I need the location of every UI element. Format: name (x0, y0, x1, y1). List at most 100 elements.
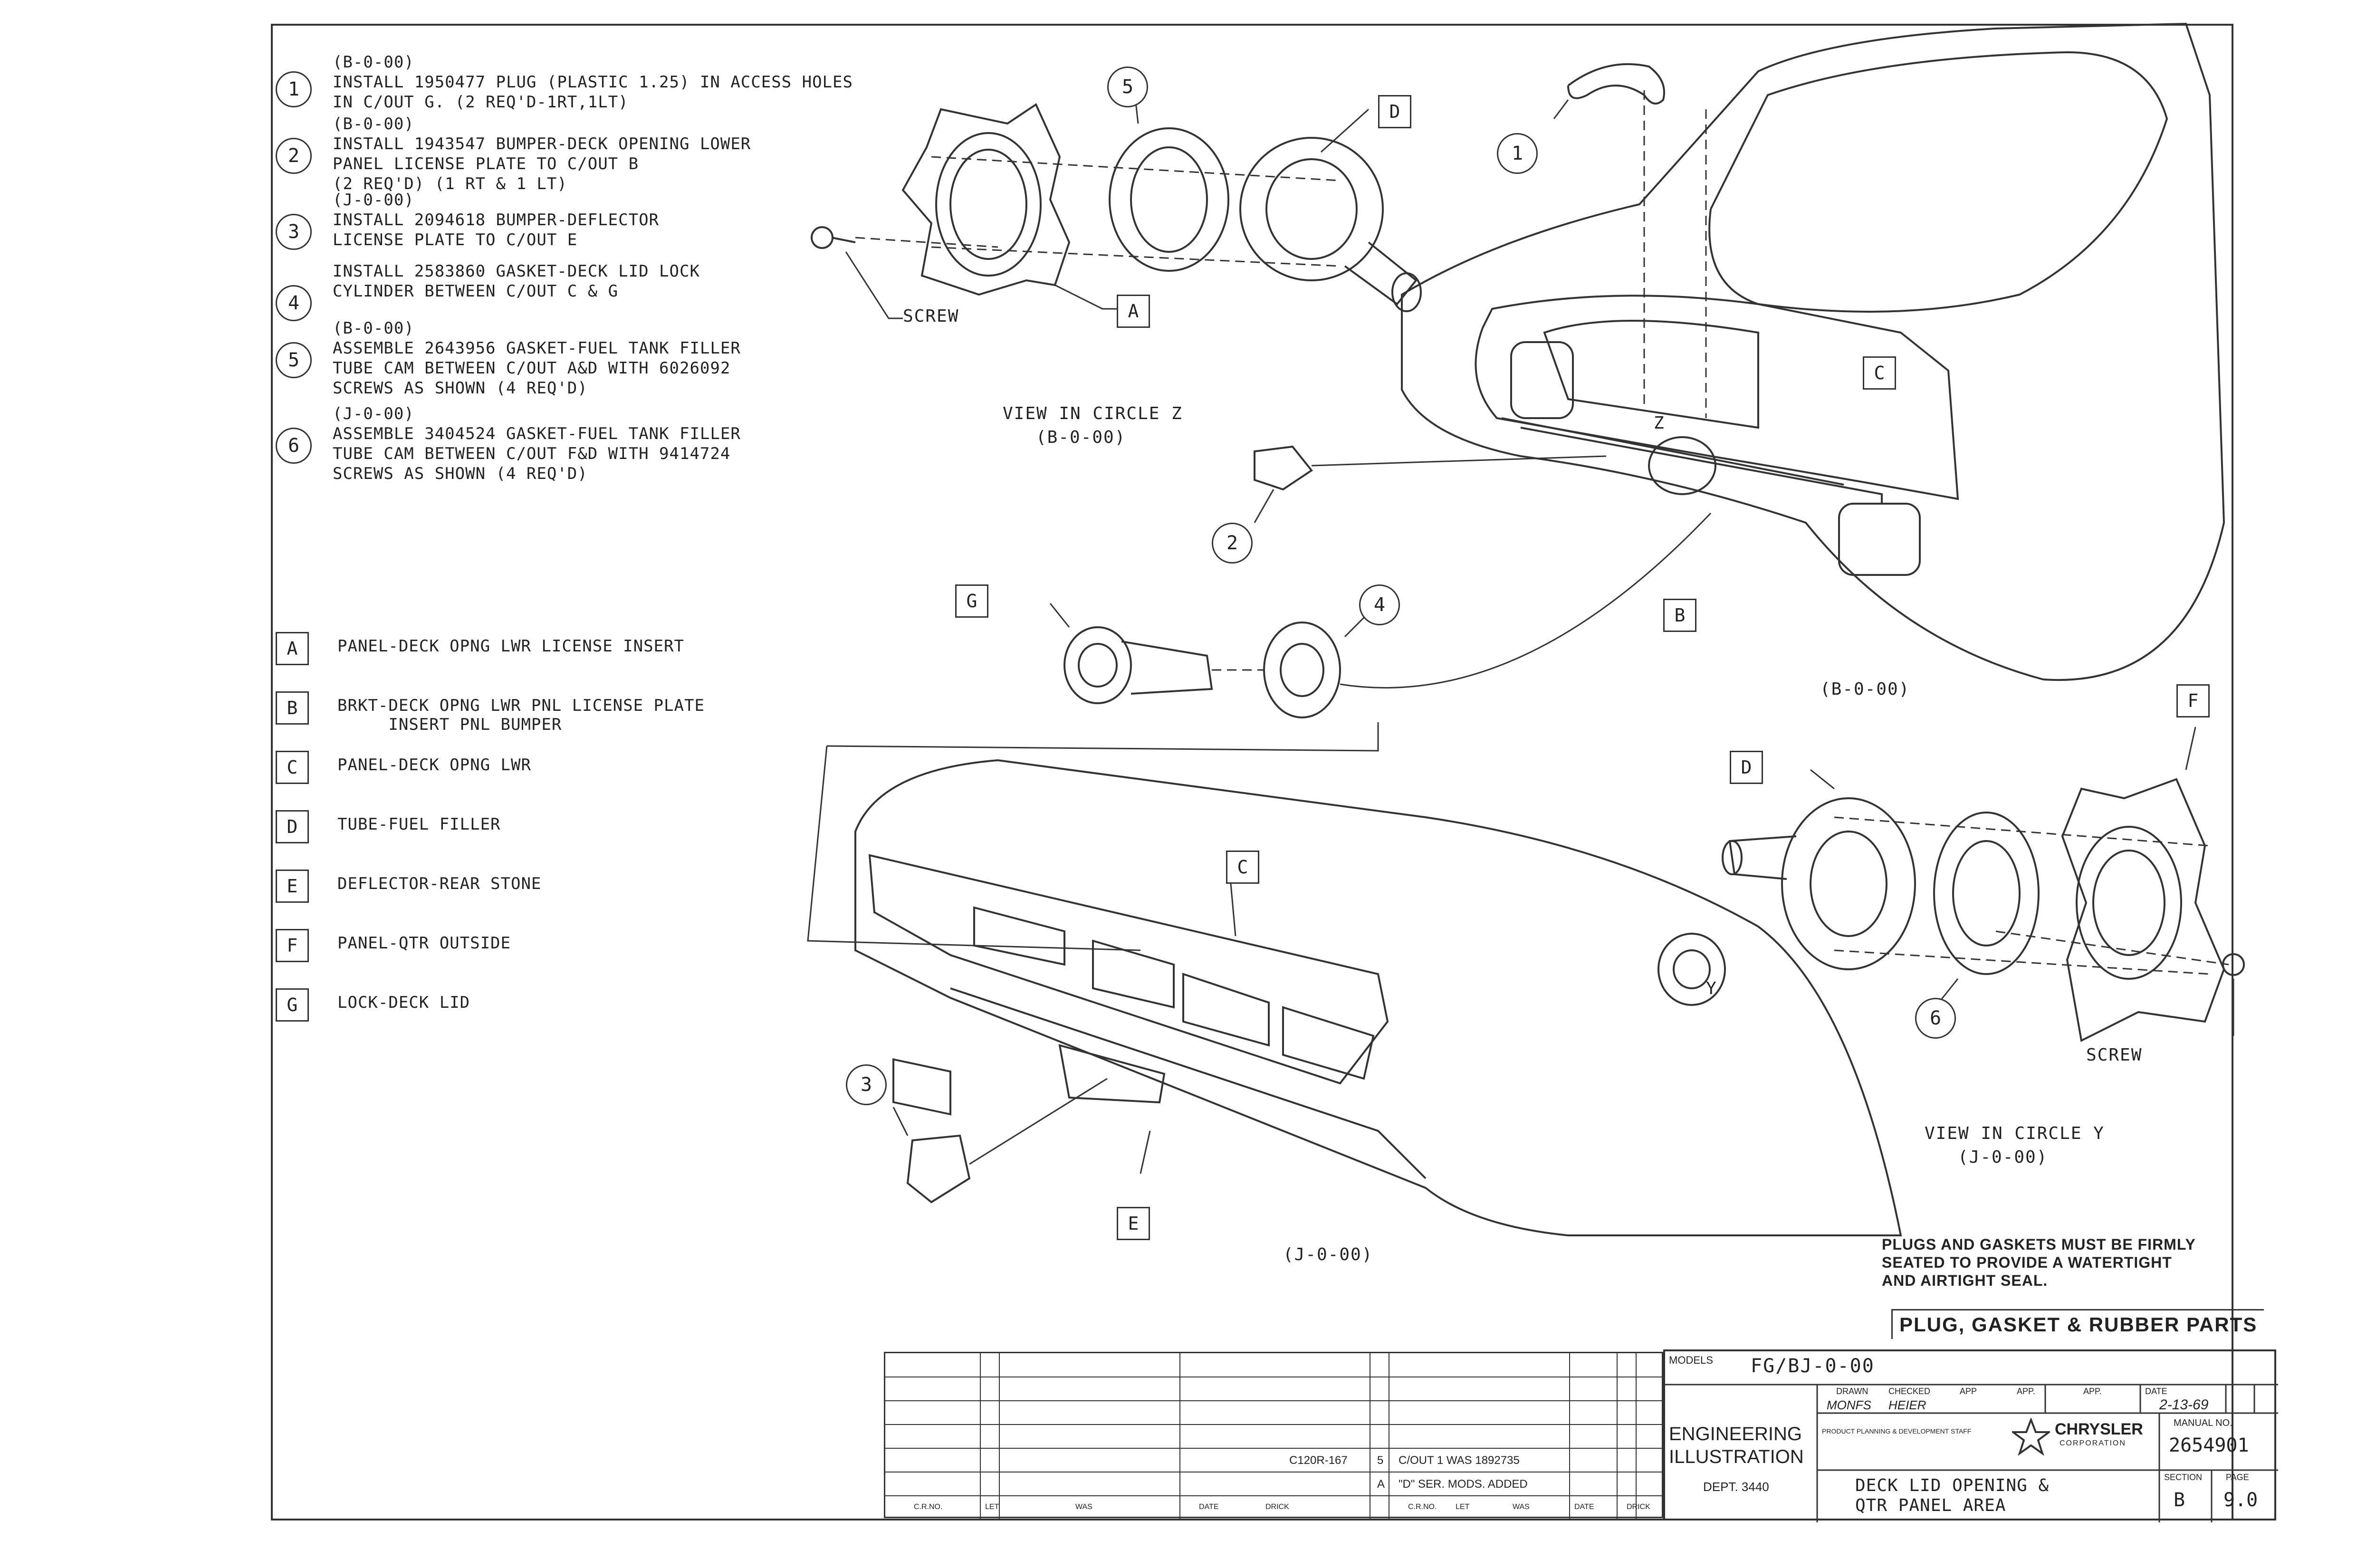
title-block: MODELS FG/BJ-0-00 DRAWN MONFS CHECKED HE… (1663, 1349, 2278, 1522)
app2-label: APP. (2017, 1386, 2035, 1396)
callout-6: 6 (1915, 998, 1956, 1039)
drawing-frame (271, 24, 2233, 1520)
rev1-text: C/OUT 1 WAS 1892735 (1399, 1454, 1520, 1467)
chrysler-star-icon (2010, 1417, 2052, 1458)
note-text-6: (J-0-00) ASSEMBLE 3404524 GASKET-FUEL TA… (333, 404, 741, 483)
tube-d-drawing (1239, 137, 1384, 281)
legend-key-a: A (276, 632, 309, 665)
note-number-1: 1 (276, 71, 312, 107)
lock-g-drawing (1063, 626, 1132, 704)
panel-f-drawing (2061, 778, 2225, 1042)
callout-3: 3 (846, 1064, 887, 1105)
b-model-code: (B-0-00) (1820, 679, 1910, 699)
callout-5: 5 (1107, 67, 1148, 107)
manual-label: MANUAL NO. (2174, 1418, 2232, 1428)
legend-key-g: G (276, 988, 309, 1022)
tube-d-y-drawing (1781, 797, 1916, 970)
models-value: FG/BJ-0-00 (1751, 1355, 1875, 1377)
note-number-3: 3 (276, 214, 312, 250)
revision-footer-cell: LET (1456, 1503, 1470, 1511)
legend-key-b: B (276, 691, 309, 725)
note-text-4: INSTALL 2583860 GASKET-DECK LID LOCK CYL… (333, 262, 700, 301)
screw-label-z: SCREW (903, 306, 959, 326)
note-number-5: 5 (276, 342, 312, 378)
revision-footer-cell: DRICK (1265, 1503, 1289, 1511)
app-label: APP (1960, 1386, 1977, 1396)
callout-d-z: D (1378, 95, 1411, 128)
company-name: CHRYSLER (2055, 1420, 2143, 1438)
description: DECK LID OPENING & QTR PANEL AREA (1855, 1476, 2050, 1515)
page-label: PAGE (2226, 1472, 2249, 1482)
section-value: B (2174, 1489, 2185, 1511)
revision-table: C120R-167 5 C/OUT 1 WAS 1892735 A "D" SE… (884, 1352, 1665, 1520)
legend-text-a: PANEL-DECK OPNG LWR LICENSE INSERT (337, 637, 684, 656)
legend-key-e: E (276, 870, 309, 903)
bumper-3-drawing (906, 1134, 971, 1204)
section-label: SECTION (2164, 1472, 2203, 1482)
revision-footer-cell: DATE (1574, 1503, 1594, 1511)
note-text-5: (B-0-00) ASSEMBLE 2643956 GASKET-FUEL TA… (333, 319, 741, 398)
legend-text-f: PANEL-QTR OUTSIDE (337, 934, 511, 953)
plug-1-drawing (1567, 63, 1665, 105)
dept: DEPT. 3440 (1703, 1480, 1769, 1494)
date-label: DATE (2145, 1386, 2167, 1396)
gasket-4-drawing (1263, 621, 1341, 718)
rev1-code: 5 (1377, 1454, 1384, 1467)
z-mark: Z (1654, 413, 1665, 433)
callout-e: E (1117, 1207, 1150, 1240)
rev2-text: "D" SER. MODS. ADDED (1399, 1478, 1528, 1491)
legend-key-f: F (276, 929, 309, 962)
app3-label: APP. (2083, 1386, 2102, 1396)
revision-footer-cell: LET (985, 1503, 999, 1511)
models-label: MODELS (1669, 1354, 1713, 1366)
rev2-code: A (1377, 1478, 1385, 1491)
view-circle-y-label: VIEW IN CIRCLE Y (1925, 1124, 2105, 1143)
callout-g: G (955, 584, 988, 618)
lock-circle-y (1657, 933, 1726, 1006)
callout-a: A (1117, 295, 1150, 328)
section-title: PLUG, GASKET & RUBBER PARTS (1891, 1309, 2264, 1339)
gasket-5-drawing (1109, 127, 1229, 272)
warning-note: PLUGS AND GASKETS MUST BE FIRMLY SEATED … (1882, 1236, 2196, 1289)
view-circle-z-label: VIEW IN CIRCLE Z (1003, 404, 1183, 423)
callout-d-y: D (1730, 751, 1763, 784)
note-text-3: (J-0-00) INSTALL 2094618 BUMPER-DEFLECTO… (333, 191, 660, 249)
note-number-4: 4 (276, 285, 312, 321)
revision-footer-cell: C.R.NO. (914, 1503, 943, 1511)
callout-4: 4 (1359, 584, 1400, 625)
legend-text-b: BRKT-DECK OPNG LWR PNL LICENSE PLATE INS… (337, 696, 705, 734)
callout-1: 1 (1497, 133, 1538, 174)
staff: PRODUCT PLANNING & DEVELOPMENT STAFF (1822, 1427, 1972, 1435)
rev1-cr: C120R-167 (1289, 1454, 1348, 1467)
bumper-2-drawing (1254, 445, 1313, 491)
revision-footer-cell: DATE (1199, 1503, 1219, 1511)
legend-text-e: DEFLECTOR-REAR STONE (337, 874, 542, 893)
legend-key-d: D (276, 810, 309, 843)
revision-footer-cell: WAS (1513, 1503, 1530, 1511)
callout-b: B (1663, 599, 1696, 632)
revision-footer-cell: C.R.NO. (1408, 1503, 1437, 1511)
legend-key-c: C (276, 751, 309, 784)
checked-label: CHECKED (1888, 1386, 1931, 1396)
manual-value: 2654901 (2169, 1434, 2249, 1456)
date-value: 2-13-69 (2159, 1397, 2209, 1413)
lock-circle-z (1648, 436, 1716, 495)
note-text-1: (B-0-00) INSTALL 1950477 PLUG (PLASTIC 1… (333, 53, 853, 112)
panel-a-drawing (901, 103, 1071, 296)
revision-footer-cell: DRICK (1627, 1503, 1650, 1511)
legend-text-c: PANEL-DECK OPNG LWR (337, 755, 531, 774)
callout-2: 2 (1212, 523, 1253, 564)
note-text-2: (B-0-00) INSTALL 1943547 BUMPER-DECK OPE… (333, 115, 751, 193)
drawn-label: DRAWN (1836, 1386, 1868, 1396)
y-mark: Y (1706, 979, 1717, 998)
note-number-6: 6 (276, 428, 312, 464)
legend-text-g: LOCK-DECK LID (337, 993, 470, 1012)
callout-c-lower: C (1226, 851, 1259, 884)
view-circle-y-code: (J-0-00) (1958, 1147, 2048, 1167)
page-value: 9.0 (2223, 1489, 2258, 1511)
car-upper-body (1401, 22, 2225, 681)
deflector-e-drawing (1058, 1044, 1166, 1104)
note-number-2: 2 (276, 138, 312, 174)
